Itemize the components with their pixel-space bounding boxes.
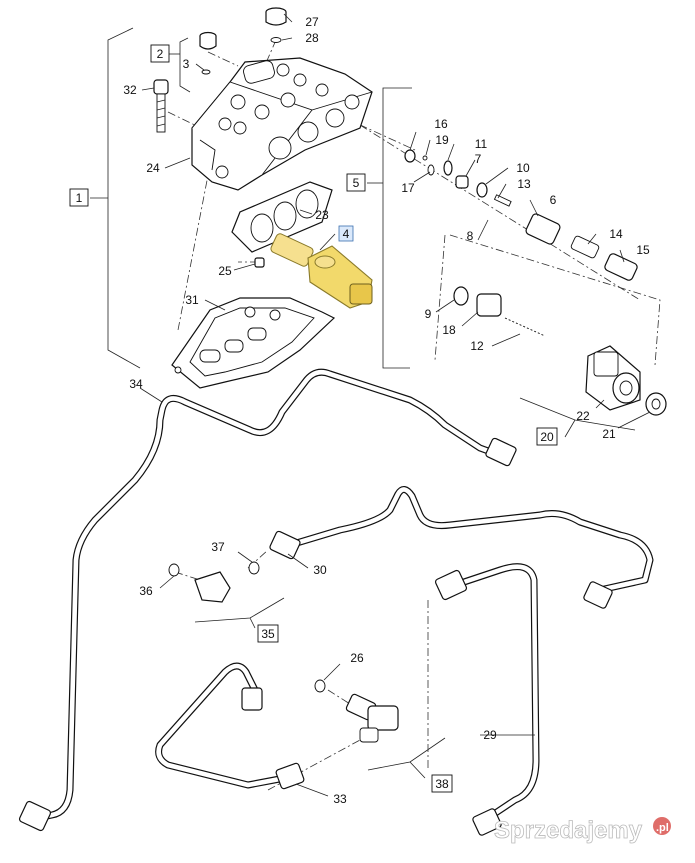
watermark-badge-icon [653,817,671,835]
pipe-33 [155,662,305,790]
bracket-group-35 [194,597,285,629]
callout-28: 28 [305,31,319,45]
coil-22 [585,345,641,411]
callout-32: 32 [123,83,137,97]
callout-14: 14 [609,227,623,241]
elbow-fitting-38 [314,679,399,743]
leader-lines [139,13,651,797]
callout-17: 17 [401,181,415,195]
watermark-suffix: .pl [656,822,669,834]
callout-8: 8 [467,229,474,243]
callout-35: 35 [261,627,275,641]
fitting-36-37 [168,561,260,603]
callout-31: 31 [185,293,199,307]
callout-30: 30 [313,563,327,577]
callout-25: 25 [218,264,232,278]
nut-21 [645,392,667,416]
solenoid-cartridge-4 [270,233,373,309]
callout-33: 33 [333,792,347,806]
gasket-23 [231,181,333,253]
callout-20: 20 [540,430,554,444]
bracket-group-38 [367,737,446,779]
callout-labels: 1 2 3 4 5 6 7 8 9 10 11 12 13 14 15 16 1… [69,15,650,806]
callout-13: 13 [517,177,531,191]
small-parts-right [404,149,638,337]
callout-3: 3 [183,57,190,71]
callout-24: 24 [146,161,160,175]
callout-7: 7 [475,152,482,166]
callout-36: 36 [139,584,153,598]
box-1 [69,188,89,207]
callout-10: 10 [516,161,530,175]
box-4-highlight [338,225,354,242]
box-5 [346,173,366,192]
callout-29: 29 [483,728,497,742]
plug-27 [265,7,287,43]
bracket-group-2 [169,37,191,93]
valve-block [191,57,373,191]
callout-11: 11 [475,137,488,151]
callout-12: 12 [470,339,484,353]
bracket-group-5 [367,87,412,369]
callout-18: 18 [442,323,456,337]
callout-1: 1 [76,191,83,205]
pipe-30 [269,486,654,609]
callout-16: 16 [434,117,448,131]
pipe-29 [434,563,540,836]
pipe-34 [18,368,517,832]
callout-23: 23 [315,208,329,222]
box-38 [431,774,453,793]
callout-21: 21 [602,427,616,441]
callout-19: 19 [435,133,449,147]
watermark: Sprzedajemy .pl [494,817,671,844]
box-20 [536,427,558,446]
callout-26: 26 [350,651,364,665]
callout-37: 37 [211,540,225,554]
bolt-32 [153,79,169,133]
callout-22: 22 [576,409,590,423]
callout-27: 27 [305,15,319,29]
bracket-group-20 [519,397,636,438]
callout-6: 6 [550,193,557,207]
watermark-text: Sprzedajemy [494,817,643,844]
bracket-group-1 [90,27,141,369]
callout-5: 5 [353,176,360,190]
callout-9: 9 [425,307,432,321]
box-2 [150,44,170,63]
callout-34: 34 [129,377,143,391]
callout-15: 15 [636,243,650,257]
callout-4: 4 [343,227,350,241]
screw-25 [254,257,265,268]
plate-31 [171,297,336,389]
box-35 [257,624,279,643]
plug-2 [199,31,217,75]
callout-2: 2 [157,47,164,61]
callout-38: 38 [435,777,449,791]
